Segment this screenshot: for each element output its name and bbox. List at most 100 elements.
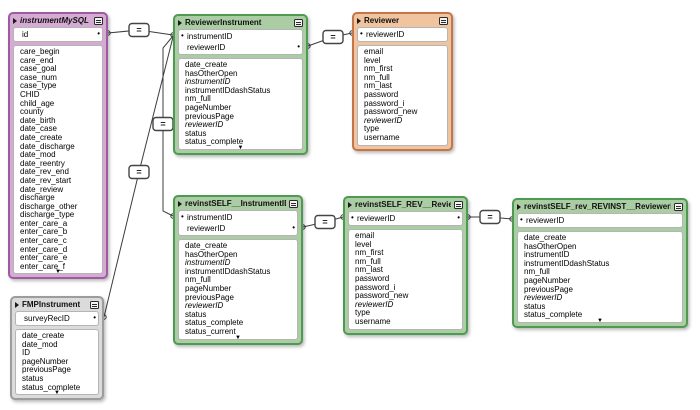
field-row[interactable]: username — [364, 133, 400, 142]
field-row[interactable]: nm_full — [524, 268, 550, 277]
field-row[interactable]: care_begin — [20, 48, 60, 56]
table-occurrence-revinstSELF_rev_REVINST__ReviewerID[interactable]: revinstSELF_rev_REVINST__ReviewerID•revi… — [512, 198, 688, 328]
key-field-row[interactable]: •instrumentID — [179, 31, 302, 42]
collapse-fields-icon[interactable] — [454, 200, 463, 209]
field-row[interactable]: instrumentIDdashStatus — [185, 267, 271, 276]
field-row[interactable]: child_age — [20, 99, 55, 108]
key-field-row[interactable]: •reviewerID — [179, 42, 302, 53]
field-row[interactable]: nm_last — [364, 82, 393, 91]
field-row[interactable]: status — [185, 310, 207, 319]
field-row[interactable]: reviewerID — [185, 302, 224, 311]
field-row[interactable]: nm_full — [185, 95, 211, 104]
field-row[interactable]: date_create — [22, 332, 65, 340]
field-row[interactable]: password_new — [364, 108, 418, 117]
field-row[interactable]: previousPage — [185, 112, 234, 121]
field-row[interactable]: username — [355, 317, 391, 326]
field-row[interactable]: enter_care_c — [20, 237, 67, 246]
field-row[interactable]: nm_full — [355, 257, 381, 266]
field-row[interactable]: status — [524, 302, 546, 311]
key-field-row[interactable]: ••reviewerID — [349, 213, 462, 224]
table-header[interactable]: Reviewer — [357, 14, 448, 27]
field-row[interactable]: enter_care_b — [20, 228, 68, 237]
field-row[interactable]: pageNumber — [185, 284, 232, 293]
field-row[interactable]: instrumentID — [524, 251, 570, 260]
field-row[interactable]: password — [364, 90, 399, 99]
field-row[interactable]: status — [22, 374, 44, 383]
table-header[interactable]: instrumentMySQL — [13, 14, 103, 27]
relationship-operator-box[interactable]: = — [322, 29, 344, 45]
field-row[interactable]: date_create — [20, 133, 63, 142]
key-field-row[interactable]: •id — [14, 29, 102, 40]
field-row[interactable]: date_discharge — [20, 142, 75, 151]
field-row[interactable]: ID — [22, 349, 30, 358]
collapse-fields-icon[interactable] — [90, 300, 99, 309]
field-row[interactable]: case_goal — [20, 65, 57, 74]
collapse-fields-icon[interactable] — [439, 16, 448, 25]
field-row[interactable]: instrumentIDdashStatus — [185, 86, 271, 95]
field-row[interactable]: date_create — [185, 242, 228, 250]
field-row[interactable]: date_case — [20, 125, 57, 134]
field-row[interactable]: level — [364, 56, 381, 65]
field-row[interactable]: pageNumber — [22, 357, 69, 366]
field-row[interactable]: status_current — [185, 327, 236, 336]
field-row[interactable]: enter_care_e — [20, 254, 68, 263]
field-row[interactable]: date_create — [524, 234, 567, 242]
field-row[interactable]: password_i — [355, 283, 396, 292]
field-row[interactable]: date_reentry — [20, 159, 65, 168]
field-row[interactable]: enter_care_d — [20, 245, 68, 254]
field-row[interactable]: enter_care_f — [20, 262, 65, 271]
collapse-fields-icon[interactable] — [294, 18, 303, 27]
field-row[interactable]: pageNumber — [185, 103, 232, 112]
field-row[interactable]: status_complete — [22, 383, 81, 392]
table-header[interactable]: revinstSELF_REV__ReviewerID — [348, 198, 463, 211]
table-header[interactable]: revinstSELF__InstrumentID — [178, 197, 298, 210]
field-row[interactable]: nm_last — [355, 266, 384, 275]
field-row[interactable]: instrumentID — [185, 78, 231, 87]
field-row[interactable]: instrumentIDdashStatus — [524, 259, 610, 268]
field-row[interactable]: status_complete — [185, 138, 244, 147]
field-row[interactable]: hasOtherOpen — [524, 242, 577, 251]
field-row[interactable]: status_complete — [524, 311, 583, 320]
field-row[interactable]: level — [355, 240, 372, 249]
key-field-row[interactable]: •surveyRecID — [16, 313, 98, 324]
relationship-operator-box[interactable]: = — [479, 209, 501, 225]
collapse-fields-icon[interactable] — [94, 16, 103, 25]
relationship-operator-box[interactable]: = — [152, 116, 174, 132]
more-fields-icon[interactable]: ▼ — [237, 144, 244, 151]
field-row[interactable]: enter_care_a — [20, 219, 68, 228]
collapse-fields-icon[interactable] — [674, 202, 683, 211]
field-row[interactable]: reviewerID — [185, 121, 224, 130]
field-row[interactable]: nm_first — [364, 65, 393, 74]
field-row[interactable]: status — [185, 129, 207, 138]
field-row[interactable]: status_complete — [185, 319, 244, 328]
field-row[interactable]: email — [364, 48, 384, 56]
field-row[interactable]: discharge_type — [20, 211, 75, 220]
field-row[interactable]: hasOtherOpen — [185, 69, 238, 78]
collapse-fields-icon[interactable] — [289, 199, 298, 208]
more-fields-icon[interactable]: ▼ — [235, 334, 241, 341]
field-row[interactable]: password_new — [355, 292, 409, 301]
key-field-row[interactable]: •reviewerID — [358, 29, 447, 40]
field-row[interactable]: reviewerID — [524, 294, 563, 303]
table-occurrence-revinstSELF_REV__ReviewerID[interactable]: revinstSELF_REV__ReviewerID••reviewerIDe… — [343, 196, 468, 335]
field-row[interactable]: previousPage — [524, 285, 573, 294]
relationship-operator-box[interactable]: = — [128, 164, 150, 180]
key-field-row[interactable]: •instrumentID — [179, 212, 297, 223]
more-fields-icon[interactable]: ▼ — [54, 390, 60, 397]
relationship-operator-box[interactable]: = — [128, 22, 150, 38]
field-row[interactable]: date_rev_end — [20, 168, 69, 177]
field-row[interactable]: type — [355, 309, 371, 318]
table-occurrence-ReviewerInstrument[interactable]: ReviewerInstrument•instrumentID•reviewer… — [173, 14, 308, 155]
field-row[interactable]: password_i — [364, 99, 405, 108]
field-row[interactable]: nm_full — [185, 276, 211, 285]
field-row[interactable]: county — [20, 108, 44, 117]
field-row[interactable]: nm_full — [364, 73, 390, 82]
field-row[interactable]: date_mod — [22, 340, 58, 349]
field-row[interactable]: date_mod — [20, 151, 56, 160]
key-field-row[interactable]: •reviewerID — [518, 215, 682, 226]
field-row[interactable]: instrumentID — [185, 259, 231, 268]
more-fields-icon[interactable]: ▼ — [597, 317, 603, 324]
field-row[interactable]: previousPage — [185, 293, 234, 302]
